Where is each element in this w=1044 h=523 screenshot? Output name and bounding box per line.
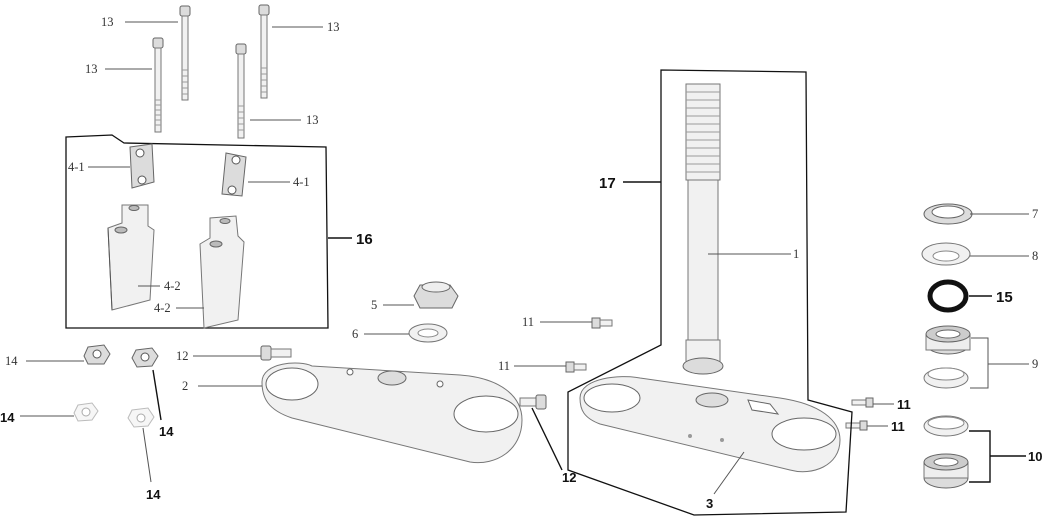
bolt-12-lower [519, 394, 547, 410]
label-4-1-left: 4-1 [68, 160, 85, 174]
label-9: 9 [1032, 357, 1038, 371]
label-13-d: 13 [306, 113, 319, 127]
label-7: 7 [1032, 207, 1038, 221]
bearing-9-upper [925, 325, 971, 355]
washer-6 [408, 323, 448, 343]
ring-nut-7 [923, 203, 973, 225]
bolt-13-d [235, 43, 247, 139]
label-14-d: 14 [146, 487, 161, 502]
label-16: 16 [356, 231, 373, 248]
o-ring-15 [927, 279, 969, 313]
label-11-a: 11 [522, 315, 534, 329]
bolt-13-b [179, 5, 191, 101]
label-1: 1 [793, 247, 799, 261]
label-14-c: 14 [0, 410, 15, 425]
bearing-10-race [923, 415, 969, 437]
label-15: 15 [996, 289, 1013, 306]
nut-14-b [131, 347, 159, 368]
assembly-16-frame [65, 134, 329, 329]
label-4-2-right: 4-2 [154, 301, 171, 315]
bearing-9-race [923, 367, 969, 389]
label-13-a: 13 [101, 15, 114, 29]
label-11-c: 11 [897, 397, 911, 412]
cap-nut-5 [413, 281, 459, 309]
clamp-4-1-left [129, 143, 155, 189]
clamp-4-1-right [221, 152, 247, 197]
label-12-upper: 12 [176, 349, 189, 363]
assembly-17-frame [567, 69, 853, 516]
label-11-b: 11 [498, 359, 510, 373]
label-12-lower: 12 [562, 470, 576, 485]
label-14-b: 14 [159, 424, 174, 439]
nut-14-c [73, 402, 99, 422]
label-4-1-right: 4-1 [293, 175, 310, 189]
label-8: 8 [1032, 249, 1038, 263]
label-5: 5 [371, 298, 377, 312]
label-3: 3 [706, 496, 713, 511]
label-2: 2 [182, 379, 188, 393]
upper-triple-clamp-2 [261, 362, 523, 464]
screw-11-a [591, 317, 613, 329]
lower-triple-clamp-3 [579, 376, 841, 473]
label-13-b: 13 [327, 20, 340, 34]
screw-11-c [851, 397, 874, 408]
dust-seal-8 [921, 242, 971, 266]
screw-11-d [845, 420, 868, 431]
riser-4-2-right [199, 215, 245, 329]
riser-4-2-left [107, 204, 155, 311]
label-6: 6 [352, 327, 358, 341]
bolt-12-upper [260, 345, 292, 361]
label-13-c: 13 [85, 62, 98, 76]
nut-14-a [83, 344, 111, 365]
label-4-2-left: 4-2 [164, 279, 181, 293]
label-11-d: 11 [891, 419, 905, 434]
label-10: 10 [1028, 449, 1042, 464]
bolt-13-a [152, 37, 164, 133]
label-17: 17 [599, 175, 616, 192]
bolt-13-c [258, 4, 270, 99]
screw-11-b [565, 361, 587, 373]
nut-14-d [127, 407, 155, 428]
label-14-a: 14 [5, 354, 18, 368]
steering-stem-1 [682, 83, 724, 375]
bearing-10-lower [923, 453, 969, 489]
